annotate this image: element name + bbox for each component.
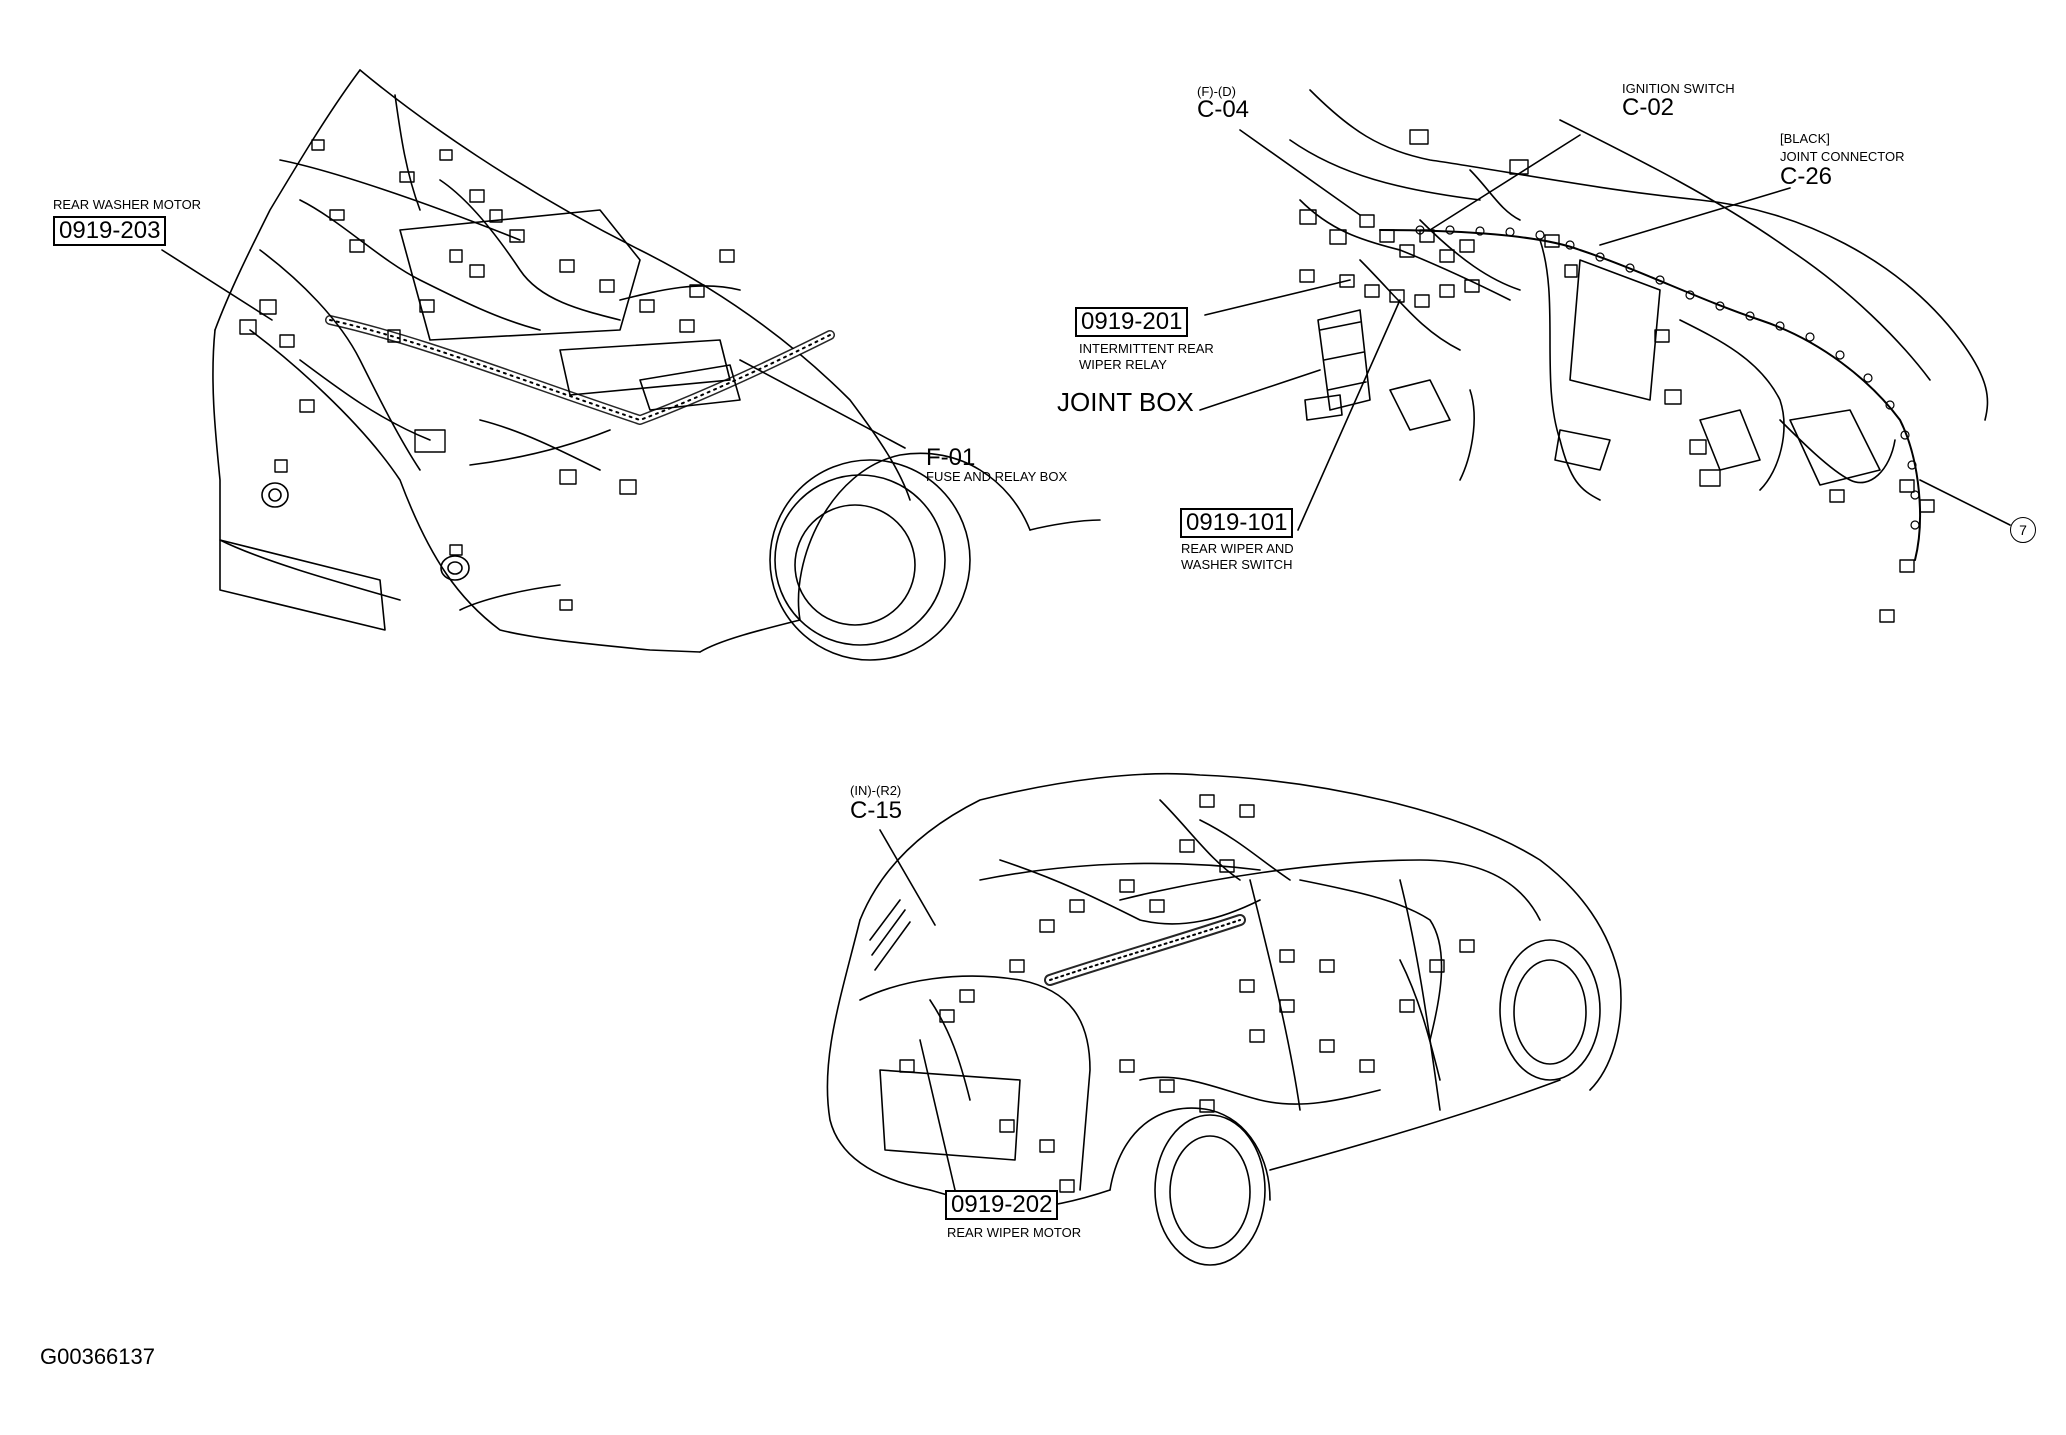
- c04-prefix: (F)-(D): [1197, 84, 1236, 99]
- joint-connector-code: C-26: [1780, 163, 1833, 190]
- rear-wiper-switch-code: 0919-101: [1180, 508, 1294, 538]
- intermittent-relay-caption-2: WIPER RELAY: [1079, 357, 1167, 372]
- rear-van-view: [826, 772, 1622, 1266]
- rear-washer-motor-code: 0919-203: [53, 216, 167, 246]
- c04-code: C-04: [1197, 96, 1250, 123]
- rear-wiper-motor-caption: REAR WIPER MOTOR: [947, 1225, 1082, 1240]
- rear-wiper-motor-code: 0919-202: [945, 1190, 1059, 1220]
- figure-id: G00366137: [40, 1344, 155, 1369]
- intermittent-relay-caption-1: INTERMITTENT REAR: [1079, 341, 1214, 356]
- joint-connector-caption: JOINT CONNECTOR: [1780, 149, 1905, 164]
- dashboard-view: [1199, 89, 2011, 623]
- c15-prefix: (IN)-(R2): [850, 783, 902, 798]
- intermittent-relay-code: 0919-201: [1075, 307, 1189, 337]
- joint-box-label: JOINT BOX: [1057, 387, 1194, 417]
- reference-circle-7: 7: [2010, 517, 2036, 543]
- joint-connector-prefix: [BLACK]: [1780, 131, 1830, 146]
- engine-bay-view: [161, 69, 1101, 661]
- ignition-switch-code: C-02: [1622, 94, 1675, 121]
- fuse-relay-box-code: F-01: [926, 444, 976, 471]
- rear-washer-motor-caption: REAR WASHER MOTOR: [53, 197, 202, 212]
- rear-wiper-switch-caption-1: REAR WIPER AND: [1181, 541, 1294, 556]
- rear-wiper-switch-caption-2: WASHER SWITCH: [1181, 557, 1293, 572]
- c15-code: C-15: [850, 797, 903, 824]
- fuse-relay-box-caption: FUSE AND RELAY BOX: [926, 469, 1068, 484]
- ignition-switch-caption: IGNITION SWITCH: [1622, 81, 1735, 96]
